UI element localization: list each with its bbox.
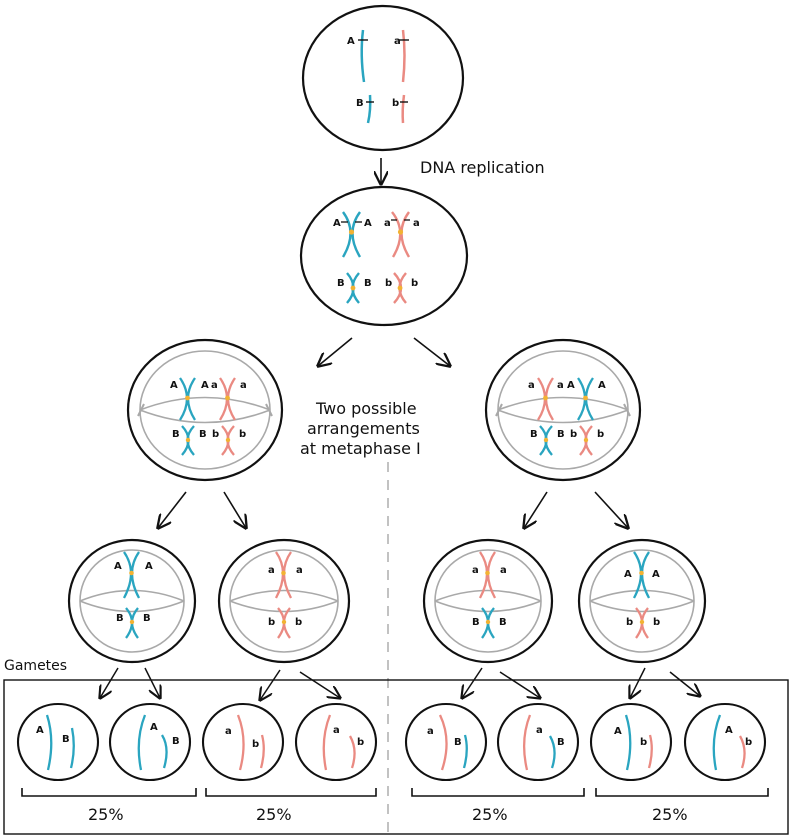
- svg-text:B: B: [364, 278, 372, 289]
- svg-text:B: B: [557, 429, 565, 440]
- allele-label-b: b: [392, 98, 399, 109]
- gametes-box: [3, 679, 789, 835]
- svg-text:A: A: [170, 380, 178, 391]
- gametes-label: Gametes: [4, 658, 67, 674]
- svg-text:B: B: [499, 617, 507, 628]
- svg-text:A: A: [150, 722, 158, 733]
- gamete-1: A B: [16, 702, 100, 782]
- svg-text:a: a: [333, 725, 340, 736]
- svg-text:b: b: [640, 737, 647, 748]
- svg-text:B: B: [472, 617, 480, 628]
- chromosome-A: [360, 29, 366, 83]
- svg-text:B: B: [199, 429, 207, 440]
- bracket-3: 25%: [411, 788, 585, 824]
- svg-text:a: a: [413, 218, 420, 229]
- svg-text:b: b: [239, 429, 246, 440]
- cell-replicated: A A a a B B b b: [299, 185, 469, 327]
- metaphase-II-cell-1: A A B B: [67, 538, 197, 664]
- svg-text:a: a: [225, 726, 232, 737]
- gamete-3: a b: [201, 702, 285, 782]
- percentage-2: 25%: [256, 805, 292, 824]
- svg-text:B: B: [557, 737, 565, 748]
- percentage-4: 25%: [652, 805, 688, 824]
- svg-text:A: A: [364, 218, 372, 229]
- svg-text:a: a: [268, 565, 275, 576]
- svg-text:b: b: [268, 617, 275, 628]
- svg-text:b: b: [357, 737, 364, 748]
- metaphase-I-left: A A a a B B b b: [126, 338, 284, 482]
- metaphase-II-cell-3: a a B B: [422, 538, 554, 664]
- svg-text:b: b: [212, 429, 219, 440]
- svg-text:b: b: [252, 739, 259, 750]
- gamete-6: a B: [496, 702, 580, 782]
- gamete-4: a b: [294, 702, 378, 782]
- svg-text:a: a: [296, 565, 303, 576]
- gamete-8: A b: [683, 702, 767, 782]
- svg-text:b: b: [597, 429, 604, 440]
- gamete-7: A b: [589, 702, 673, 782]
- svg-text:A: A: [624, 569, 632, 580]
- dna-replication-label: DNA replication: [420, 158, 545, 177]
- svg-text:B: B: [116, 613, 124, 624]
- svg-text:B: B: [62, 734, 70, 745]
- allele-label-A: A: [347, 36, 355, 47]
- svg-text:arrangements: arrangements: [307, 419, 420, 438]
- svg-text:a: a: [384, 218, 391, 229]
- metaphase-note: Two possible arrangements at metaphase I: [300, 399, 421, 458]
- svg-text:b: b: [745, 737, 752, 748]
- gamete-5: a B: [404, 702, 488, 782]
- metaphase-I-right: a a A A B B b b: [484, 338, 642, 482]
- svg-text:B: B: [143, 613, 151, 624]
- cell-original: A a B b: [301, 4, 465, 152]
- svg-text:B: B: [172, 429, 180, 440]
- svg-text:a: a: [472, 565, 479, 576]
- svg-text:A: A: [114, 561, 122, 572]
- svg-text:Two possible: Two possible: [315, 399, 417, 418]
- svg-text:A: A: [36, 725, 44, 736]
- svg-text:a: a: [211, 380, 218, 391]
- svg-text:B: B: [454, 737, 462, 748]
- allele-label-a: a: [394, 36, 401, 47]
- svg-text:B: B: [172, 736, 180, 747]
- svg-text:b: b: [385, 278, 392, 289]
- svg-text:b: b: [411, 278, 418, 289]
- svg-text:b: b: [626, 617, 633, 628]
- svg-text:at metaphase I: at metaphase I: [300, 439, 421, 458]
- gamete-2: A B: [108, 702, 192, 782]
- svg-text:a: a: [528, 380, 535, 391]
- svg-text:b: b: [653, 617, 660, 628]
- svg-text:A: A: [333, 218, 341, 229]
- chromosome-b: [401, 94, 406, 124]
- svg-text:b: b: [295, 617, 302, 628]
- svg-text:A: A: [652, 569, 660, 580]
- svg-text:B: B: [337, 278, 345, 289]
- svg-text:a: a: [427, 726, 434, 737]
- metaphase-II-cell-2: a a b b: [217, 538, 351, 664]
- centromere: [348, 229, 355, 235]
- svg-text:b: b: [570, 429, 577, 440]
- percentage-3: 25%: [472, 805, 508, 824]
- metaphase-II-cell-4: A A b b: [577, 538, 707, 664]
- chromosome-B: [366, 94, 372, 124]
- svg-text:A: A: [567, 380, 575, 391]
- bracket-4: 25%: [595, 788, 769, 824]
- svg-text:A: A: [598, 380, 606, 391]
- svg-text:A: A: [614, 726, 622, 737]
- svg-text:A: A: [201, 380, 209, 391]
- svg-text:A: A: [725, 725, 733, 736]
- svg-text:a: a: [557, 380, 564, 391]
- percentage-1: 25%: [88, 805, 124, 824]
- bracket-2: 25%: [205, 788, 377, 824]
- svg-text:a: a: [536, 725, 543, 736]
- svg-text:B: B: [530, 429, 538, 440]
- svg-text:a: a: [500, 565, 507, 576]
- svg-text:a: a: [240, 380, 247, 391]
- bracket-1: 25%: [21, 788, 197, 824]
- chromosome-a: [401, 29, 406, 83]
- svg-text:A: A: [145, 561, 153, 572]
- allele-label-B: B: [356, 98, 364, 109]
